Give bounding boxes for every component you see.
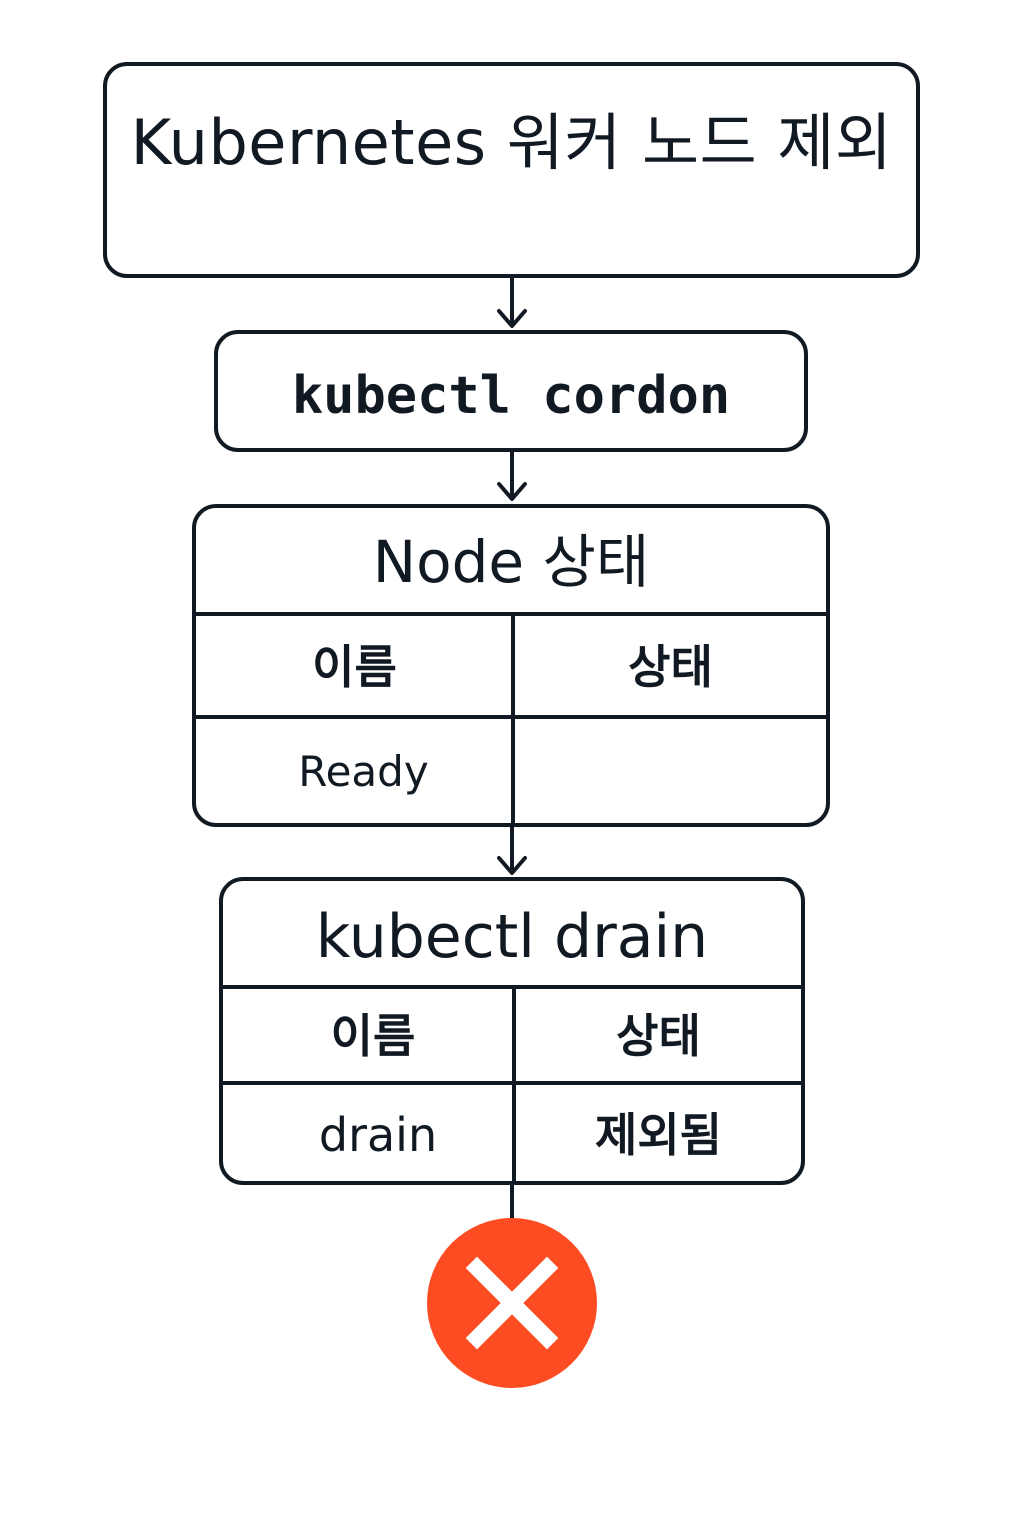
error-circle	[427, 1218, 597, 1388]
node-header-name: 이름	[312, 640, 397, 694]
cordon-command: kubectl cordon	[291, 366, 731, 426]
title-box: Kubernetes 워커 노드 제외	[103, 62, 920, 278]
node-table-title: Node 상태	[372, 528, 650, 596]
connector-line	[510, 1185, 514, 1221]
node-header-status: 상태	[628, 640, 713, 694]
node-cell-name: Ready	[298, 747, 429, 796]
arrow-down-icon	[497, 856, 527, 875]
connector-line	[510, 827, 514, 873]
node-cell-status	[515, 722, 826, 822]
drain-table-title: kubectl drain	[315, 902, 709, 972]
drain-table: kubectl drain 이름 상태 drain 제외됨	[219, 877, 805, 1185]
close-icon	[465, 1256, 559, 1350]
diagram-title: Kubernetes 워커 노드 제외	[130, 106, 893, 179]
divider	[223, 1081, 801, 1085]
arrow-down-icon	[497, 309, 527, 328]
node-status-table: Node 상태 이름 상태 Ready	[192, 504, 830, 827]
drain-header-status: 상태	[616, 1009, 701, 1063]
drain-cell-name: drain	[318, 1108, 438, 1162]
drain-header-name: 이름	[330, 1009, 416, 1063]
divider	[196, 715, 826, 719]
connector-line	[510, 278, 514, 326]
arrow-down-icon	[497, 482, 527, 501]
cordon-step: kubectl cordon	[214, 330, 808, 452]
drain-cell-status: 제외됨	[595, 1108, 722, 1162]
connector-line	[510, 452, 514, 500]
